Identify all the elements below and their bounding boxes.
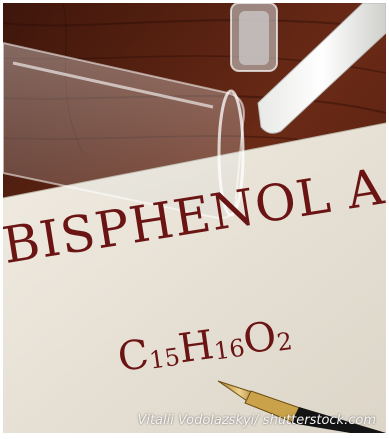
formula-hydrogen: H <box>175 322 217 373</box>
stock-photo: BISPHENOL A C15H16O2 Vitalii Vodolazskyi… <box>3 3 386 433</box>
formula-carbon: C <box>115 331 152 381</box>
vial-icon <box>230 3 278 72</box>
photo-credit: Vitalii Vodolazskyi/ shutterstock.com <box>137 413 376 428</box>
test-tube-icon <box>3 41 245 219</box>
formula-hydrogen-count: 16 <box>212 333 247 366</box>
fountain-pen-icon <box>217 380 386 433</box>
chalk-stick-icon <box>257 3 386 134</box>
photo-scene <box>3 3 386 433</box>
paper-sheet <box>3 123 386 433</box>
formula-oxygen-count: 2 <box>275 326 295 357</box>
formula-carbon-count: 15 <box>147 342 182 375</box>
